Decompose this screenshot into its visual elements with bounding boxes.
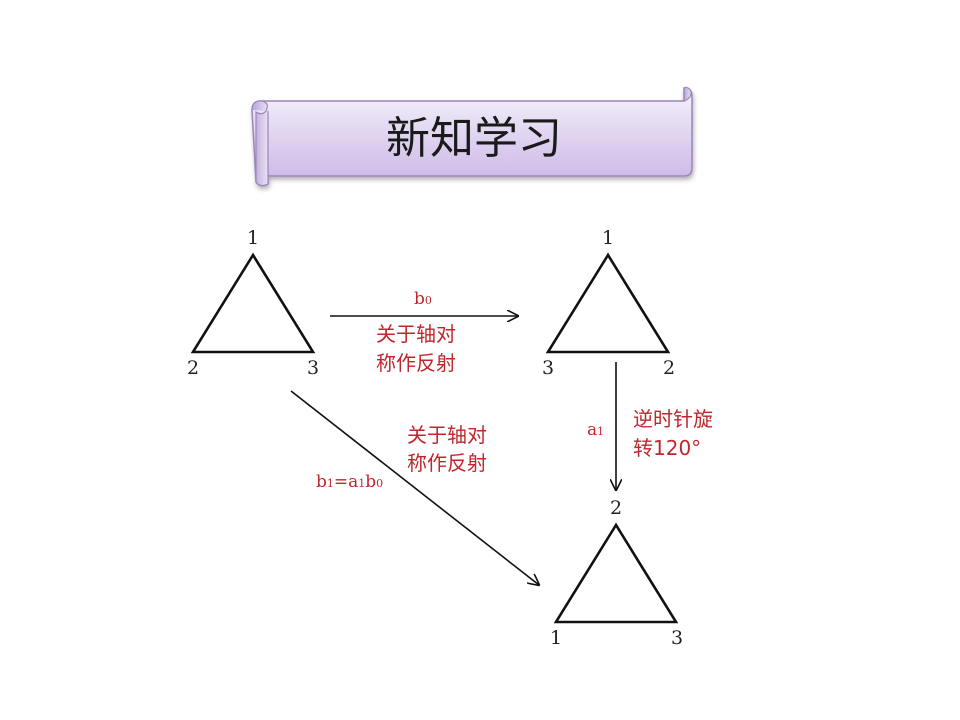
arrow-line	[290, 390, 539, 585]
vertex-label-top: 1	[602, 227, 614, 249]
triangle-shape	[190, 252, 316, 354]
title-banner: 新知学习	[251, 86, 693, 187]
arrow-symbol-label: b0	[414, 289, 432, 309]
triangle-original: 1 2 3	[187, 227, 319, 379]
scroll-curl-right	[683, 86, 692, 102]
arrow-caption-line2: 称作反射	[407, 451, 487, 475]
arrow-caption-line1: 逆时针旋	[633, 407, 713, 431]
vertex-label-right: 2	[663, 357, 675, 379]
arrow-caption-line1: 关于轴对	[407, 423, 487, 447]
arrow-caption-line1: 关于轴对	[376, 322, 456, 346]
triangle-shape	[545, 252, 671, 354]
vertex-label-right: 3	[671, 627, 683, 649]
arrow-symbol-label: a1	[587, 420, 604, 440]
triangle-reflected: 1 3 2	[542, 227, 675, 379]
vertex-label-top: 1	[247, 227, 259, 249]
vertex-label-left: 1	[550, 627, 562, 649]
arrow-b1: b1=a1b0 关于轴对 称作反射	[290, 390, 539, 585]
scroll-curl-left	[251, 100, 269, 187]
page-title: 新知学习	[386, 113, 562, 164]
triangle-rotated: 2 1 3	[550, 497, 683, 649]
arrow-symbol-label: b1=a1b0	[316, 472, 383, 492]
arrow-a1: a1 逆时针旋 转120°	[587, 362, 713, 490]
triangle-shape	[553, 522, 679, 624]
vertex-label-right: 3	[307, 357, 319, 379]
arrow-caption-line2: 转120°	[633, 436, 701, 460]
arrow-b0: b0 关于轴对 称作反射	[330, 289, 518, 375]
vertex-label-left: 3	[542, 357, 554, 379]
vertex-label-left: 2	[187, 357, 199, 379]
vertex-label-top: 2	[610, 497, 622, 519]
arrow-caption-line2: 称作反射	[376, 351, 456, 375]
